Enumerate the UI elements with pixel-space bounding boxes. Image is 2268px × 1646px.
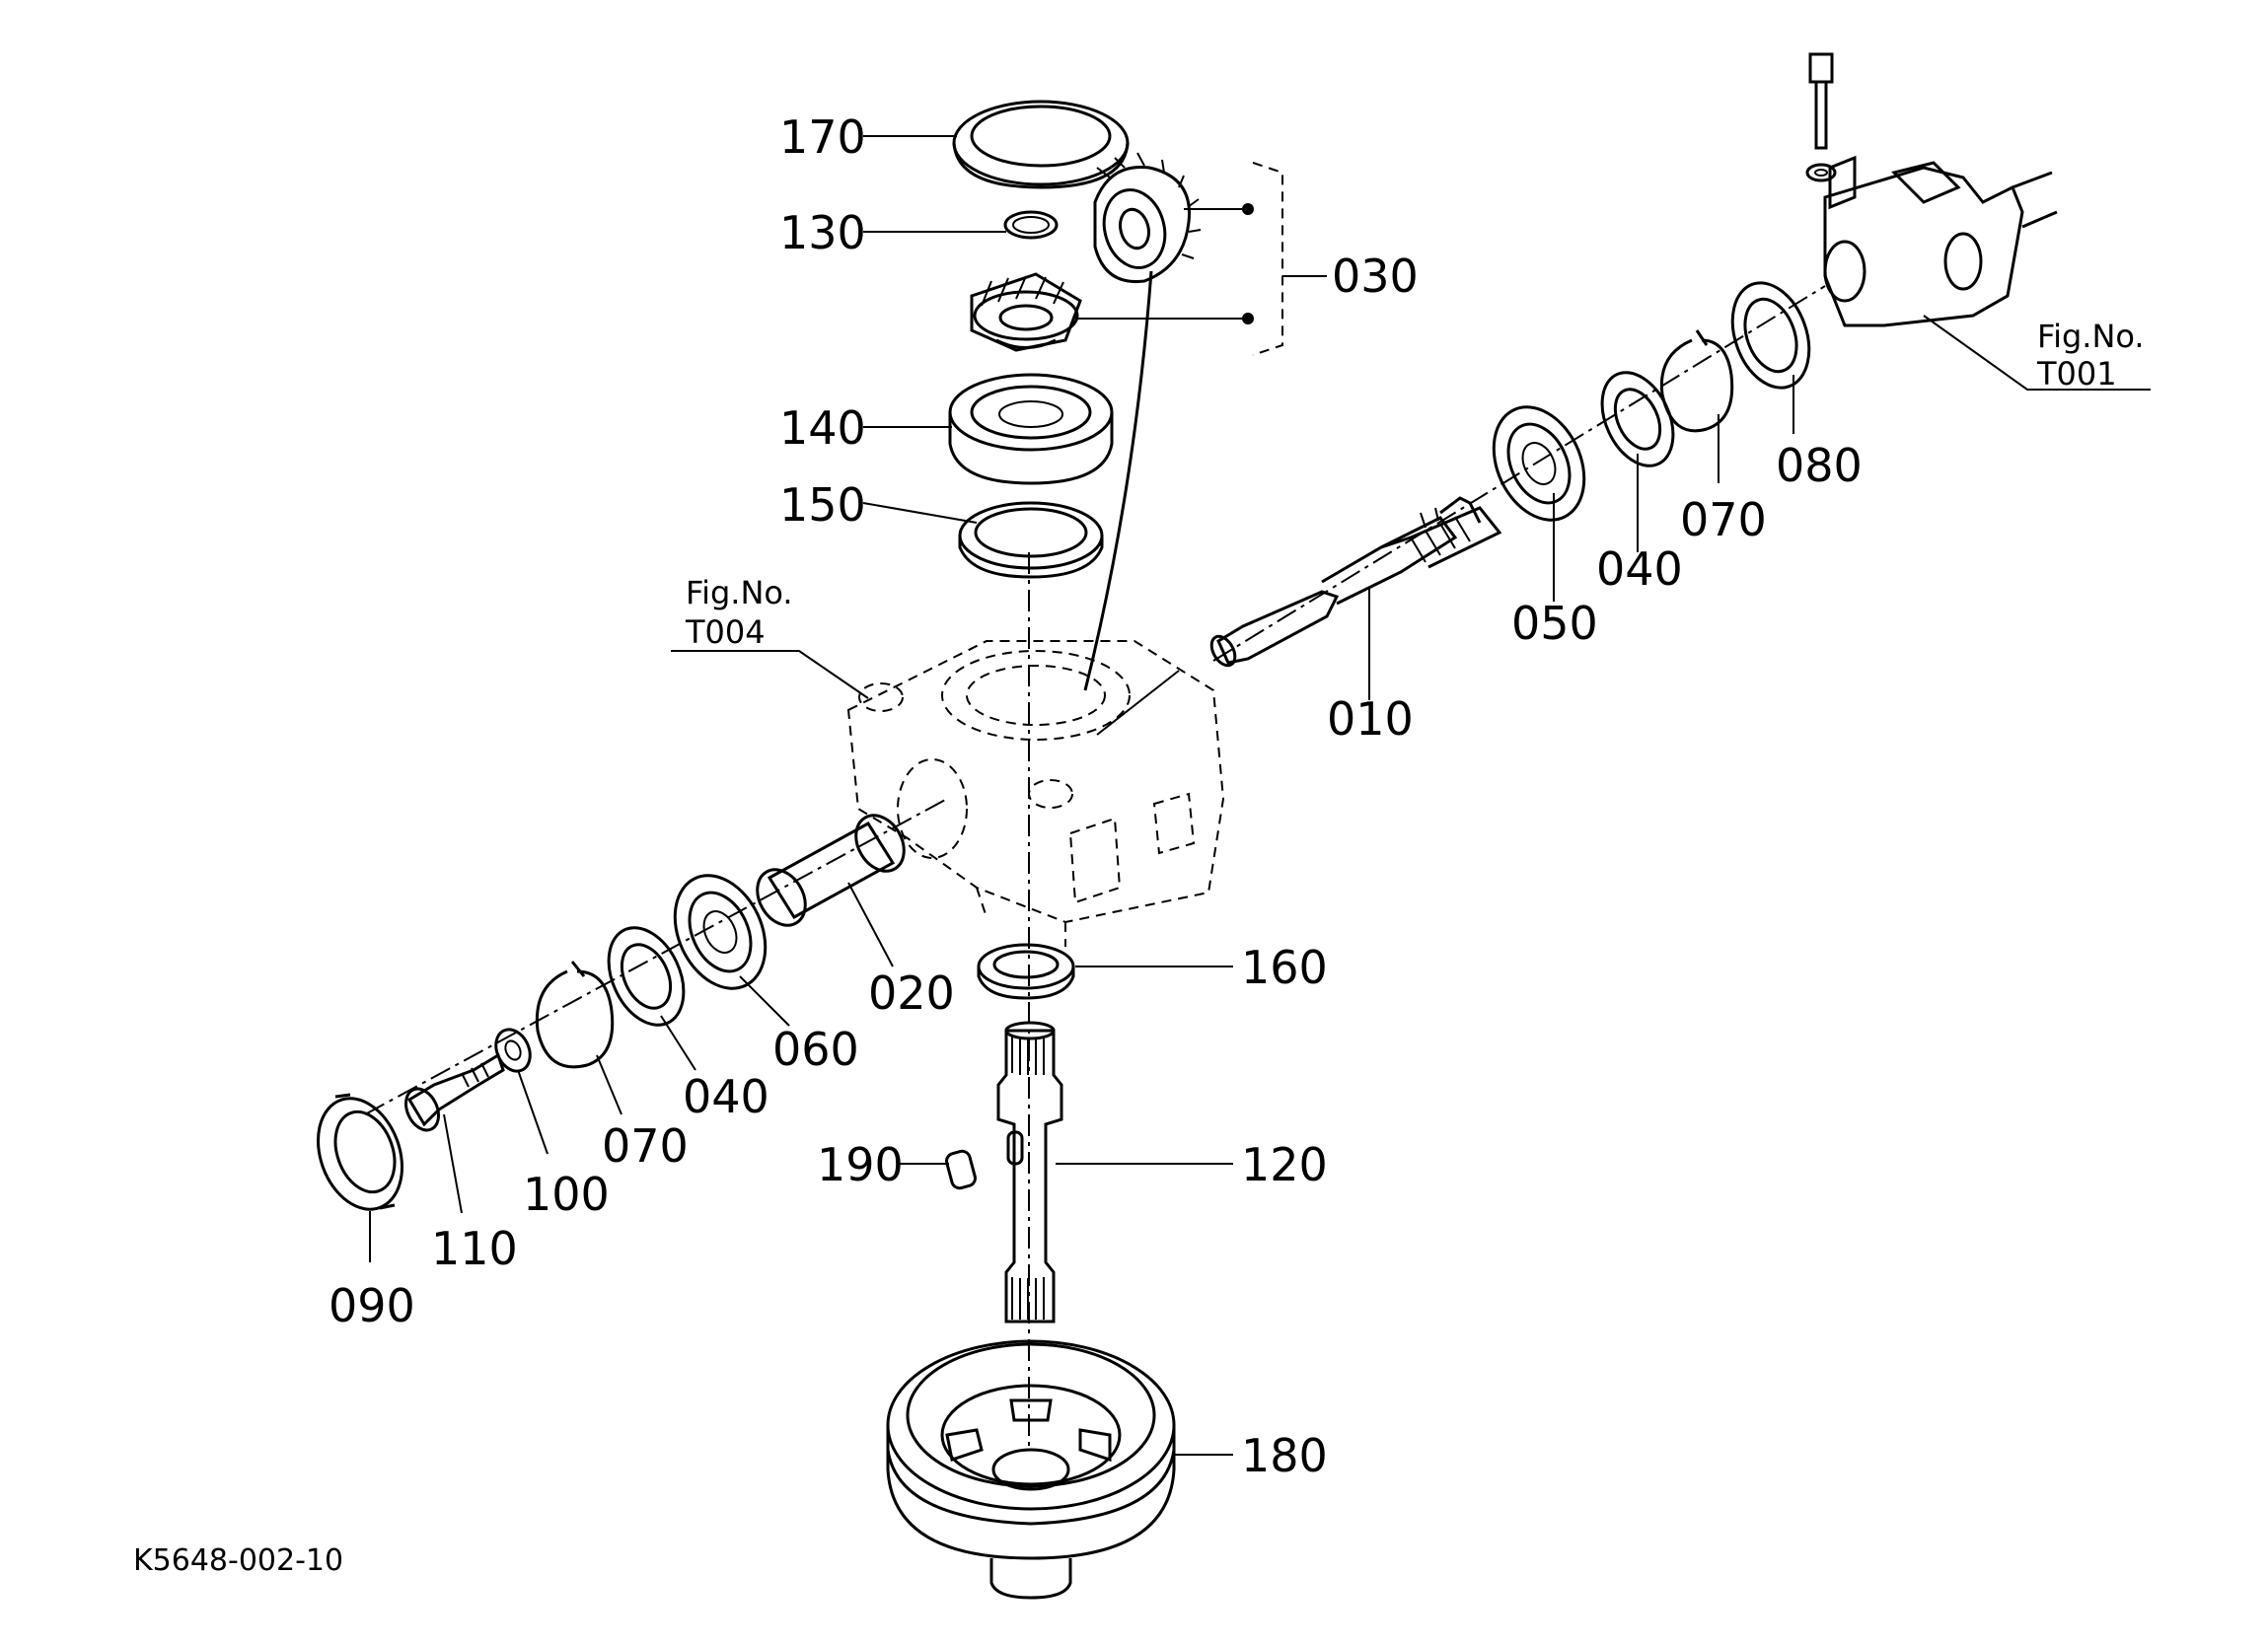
label-140: 140 [779,401,866,455]
label-080: 080 [1776,439,1863,492]
part-150-ring [958,501,1104,579]
part-170-cover [952,100,1130,189]
label-030: 030 [1332,250,1419,303]
gear-engagement-line [1083,270,1153,691]
fig-ref-t004-number: T004 [685,613,766,651]
label-180: 180 [1241,1429,1328,1482]
part-190-key [945,1149,977,1190]
gearbox-housing-outline [846,640,1225,947]
fig-ref-t001-number: T001 [2036,355,2117,393]
part-030-bevel-gear-vertical [1093,152,1202,284]
leader-060 [739,975,790,1027]
label-040-left: 040 [683,1070,769,1123]
leader-020 [847,882,894,967]
part-090-cap [316,1093,404,1211]
figure-reference-t004: Fig.No. T004 [685,574,793,651]
label-120: 120 [1241,1138,1328,1191]
part-030-bevel-gear-horizontal [970,272,1082,352]
leader-070l [596,1054,622,1115]
diagram-code: K5648-002-10 [133,1543,343,1578]
center-lines [364,285,1826,1450]
part-100-washer [494,1028,532,1073]
label-100: 100 [523,1168,610,1221]
leader-150 [862,502,978,524]
label-010: 010 [1327,692,1414,746]
side-shaft-axis-line [364,798,948,1115]
leader-t001 [1923,315,2151,391]
leader-t004 [671,650,869,699]
label-170: 170 [779,110,866,164]
label-160: 160 [1241,941,1328,994]
label-070-left: 070 [602,1119,689,1173]
part-180-pulley [886,1339,1176,1600]
part-070-circlip-right [1659,329,1734,433]
part-120-vertical-shaft [996,1021,1063,1324]
yoke-bolt [1805,52,1837,182]
label-040-right: 040 [1596,542,1683,596]
part-050-bearing [1492,405,1586,522]
part-040-washer-left [607,926,686,1027]
universal-joint-yoke [1823,155,2058,327]
part-010-input-shaft [1209,496,1502,668]
part-060-bearing [673,874,768,990]
leader-100 [517,1069,549,1155]
label-050: 050 [1511,597,1598,650]
leader-110 [443,1113,463,1214]
part-030-bracket [1075,162,1327,356]
leader-040l [660,1015,696,1071]
label-020: 020 [868,966,955,1020]
label-190: 190 [817,1138,904,1191]
part-140-bearing [948,373,1114,485]
label-070-right: 070 [1680,493,1767,546]
fig-ref-t001-title: Fig.No. [2037,318,2145,355]
label-090: 090 [329,1279,415,1332]
label-130: 130 [779,206,866,259]
part-130-snap-ring [1003,210,1059,240]
part-160-oil-seal [977,943,1075,1000]
label-060: 060 [772,1023,859,1076]
part-020-sleeve [756,814,906,927]
part-110-bolt [404,1052,505,1132]
fig-ref-t004-title: Fig.No. [686,574,793,611]
part-080-bearing-right [1730,281,1811,390]
label-110: 110 [431,1222,518,1275]
part-labels: 170 130 030 140 150 010 050 040 070 080 … [329,110,1863,1482]
label-150: 150 [779,478,866,532]
figure-reference-t001: Fig.No. T001 [2036,318,2145,393]
part-070-circlip-left [535,961,615,1069]
leader-lines [369,135,2151,1456]
input-shaft-axis-line [1212,285,1826,662]
